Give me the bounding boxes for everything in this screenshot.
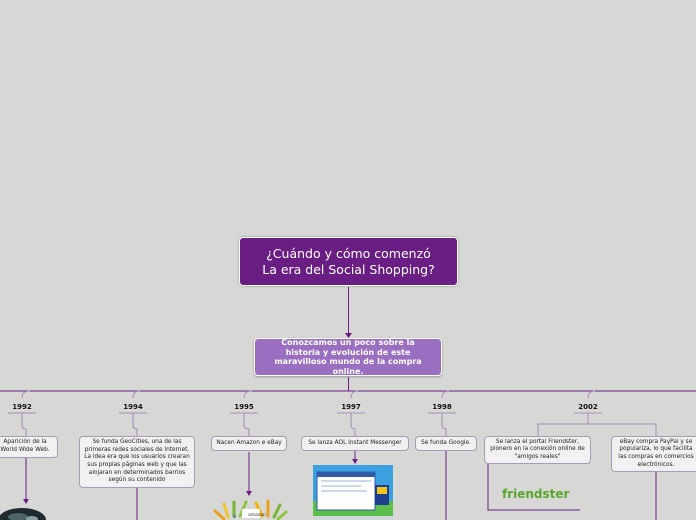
svg-text:amazon: amazon bbox=[248, 513, 266, 518]
event-text: Se funda GeoCities, una de las primeras … bbox=[84, 439, 190, 484]
event-text: Nacen Amazon e eBay bbox=[216, 439, 282, 446]
event-text: Se lanza el portal Friendster, pionero e… bbox=[490, 438, 585, 460]
event-text: eBay compra PayPal y se populariza, lo q… bbox=[618, 438, 694, 468]
event-text: Se funda Google. bbox=[421, 439, 471, 446]
event-card-google[interactable]: Se funda Google. bbox=[415, 436, 477, 451]
event-card-paypal[interactable]: eBay compra PayPal y se populariza, lo q… bbox=[611, 436, 696, 472]
intro-topic-text: Conozcamos un poco sobre la historia y e… bbox=[274, 338, 422, 376]
event-card-geocities[interactable]: Se funda GeoCities, una de las primeras … bbox=[79, 436, 195, 488]
year-label-1998: 1998 bbox=[432, 403, 452, 411]
event-text: Aparición de la World Wide Web. bbox=[0, 439, 50, 453]
event-card-friendster[interactable]: Se lanza el portal Friendster, pionero e… bbox=[484, 436, 591, 464]
globe-icon bbox=[0, 508, 46, 520]
svg-text:e: e bbox=[233, 514, 236, 520]
year-label-1992: 1992 bbox=[12, 403, 32, 411]
central-topic[interactable]: ¿Cuándo y cómo comenzó La era del Social… bbox=[239, 237, 458, 286]
friendster-logo: friendster bbox=[502, 487, 570, 501]
year-label-2002: 2002 bbox=[578, 403, 598, 411]
central-topic-line1: ¿Cuándo y cómo comenzó bbox=[266, 245, 431, 261]
event-card-aol[interactable]: Se lanza AOL Instant Messenger bbox=[301, 436, 409, 451]
amazon-ebay-logo: e amazon bbox=[213, 499, 288, 520]
aol-messenger-screenshot bbox=[313, 465, 393, 520]
year-label-1995: 1995 bbox=[234, 403, 254, 411]
year-label-1997: 1997 bbox=[341, 403, 361, 411]
event-card-www[interactable]: Aparición de la World Wide Web. bbox=[0, 436, 58, 458]
central-topic-line2: La era del Social Shopping? bbox=[262, 261, 435, 277]
event-card-amazon-ebay[interactable]: Nacen Amazon e eBay bbox=[211, 436, 287, 451]
year-label-1994: 1994 bbox=[123, 403, 143, 411]
event-text: Se lanza AOL Instant Messenger bbox=[308, 439, 402, 446]
intro-topic[interactable]: Conozcamos un poco sobre la historia y e… bbox=[254, 338, 442, 376]
